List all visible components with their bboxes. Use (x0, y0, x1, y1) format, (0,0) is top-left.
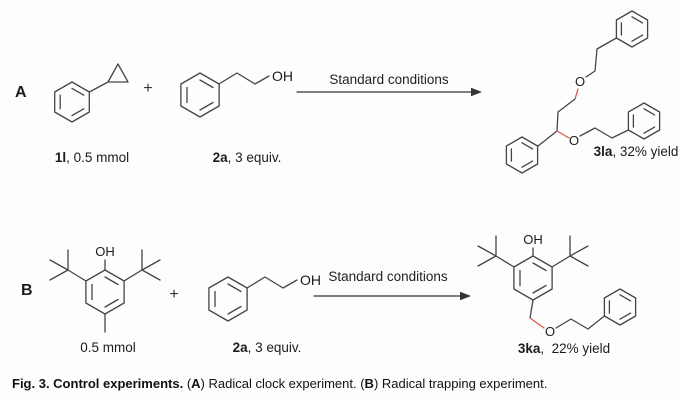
caption-title: Fig. 3. Control experiments. (12, 376, 184, 391)
benzene-ring (603, 288, 637, 326)
reactant-2a-label: 2a, 3 equiv. (207, 340, 327, 355)
reactant-bht-label: 0.5 mmol (80, 340, 136, 355)
compound-id: 2a (212, 150, 228, 165)
structure-bht: OH (49, 244, 161, 333)
hydroxyl-label: OH (272, 68, 293, 84)
compound-amount: , 3 equiv. (247, 340, 302, 355)
oxygen-label: O (575, 74, 585, 89)
upper-ether-chain (585, 37, 618, 78)
tert-butyl-group (123, 249, 161, 282)
plus-sign: + (143, 80, 153, 97)
panel-a-label: A (15, 84, 27, 101)
benzene-ring (505, 136, 539, 174)
hydroxyl-label: OH (300, 272, 321, 288)
plus-sign: + (169, 286, 179, 303)
caption-text: ( (183, 376, 192, 391)
caption-panel-b-ref: B (364, 376, 374, 391)
tert-butyl-group (49, 249, 87, 282)
oxygen-label: O (569, 133, 579, 148)
structure-3ka-product: OH O (477, 232, 637, 339)
benzene-ring (513, 255, 553, 301)
hydroxyl-label: OH (95, 244, 115, 259)
caption-panel-a-ref: A (191, 376, 201, 391)
reaction-arrow (313, 291, 471, 301)
reaction-conditions-text: Standard conditions (328, 269, 448, 284)
lower-ether-chain (579, 127, 630, 139)
benzene-ring (180, 72, 220, 118)
compound-amount: , 3 equiv. (227, 150, 282, 165)
structure-2a-phenethyl-alcohol: OH (208, 272, 321, 322)
caption-text: ) Radical trapping experiment. (373, 376, 548, 391)
benzene-ring (615, 10, 649, 48)
product-3ka-label: 3ka, 22% yield (504, 341, 624, 356)
caption-text: ) Radical clock experiment. ( (200, 376, 365, 391)
compound-id: 3la (593, 144, 613, 159)
ethanol-chain (218, 72, 270, 85)
ether-chain (555, 315, 606, 330)
new-co-bond-top (574, 88, 579, 100)
benzene-ring (85, 269, 125, 315)
reaction-arrow (296, 87, 482, 97)
tert-butyl-group (477, 235, 515, 268)
benzene-ring (54, 81, 90, 123)
tert-butyl-group (551, 235, 589, 268)
hydroxyl-label: OH (523, 232, 543, 247)
ethanol-chain (246, 276, 298, 289)
arrowhead (471, 87, 482, 97)
compound-id: 1l (54, 150, 67, 165)
reactant-2a-label: 2a, 3 equiv. (187, 150, 307, 165)
structure-2a-phenethyl-alcohol: OH (180, 68, 293, 118)
figure-caption: Fig. 3. Control experiments. (A) Radical… (12, 376, 672, 391)
compound-yield: , 32% yield (612, 144, 679, 159)
new-co-bond (529, 317, 545, 329)
arrowhead (460, 291, 471, 301)
structure-3la-product: O O (505, 10, 661, 174)
reactant-1l-label: 1l, 0.5 mmol (32, 150, 152, 165)
benzylic-ch2-bond (529, 299, 534, 319)
compound-amount: , 0.5 mmol (66, 150, 130, 165)
new-co-bond-bottom (556, 130, 570, 139)
panel-b-label: B (21, 282, 33, 299)
compound-yield: , 22% yield (540, 341, 611, 356)
compound-id: 3ka (517, 341, 541, 356)
reaction-conditions-text: Standard conditions (329, 72, 449, 87)
benzene-ring (208, 276, 248, 322)
cyclopropyl-group (88, 63, 129, 93)
propane-backbone (556, 98, 576, 132)
benzene-ring (627, 102, 661, 140)
compound-id: 2a (232, 340, 248, 355)
product-3la-label: 3la, 32% yield (574, 144, 680, 159)
oxygen-label: O (545, 324, 555, 339)
bond-to-phenyl (537, 130, 558, 147)
structure-1l-cyclopropylbenzene (54, 63, 129, 123)
